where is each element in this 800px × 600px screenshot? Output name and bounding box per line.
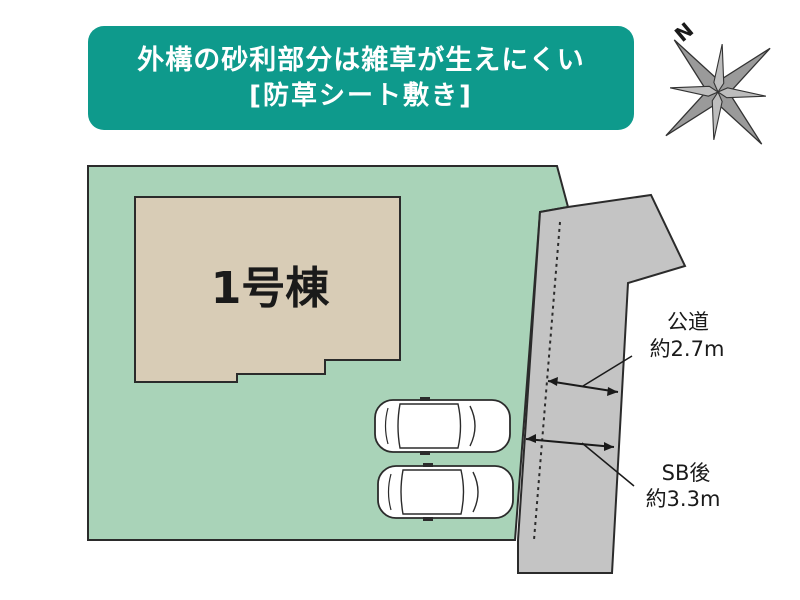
compass-north-label: N: [670, 18, 698, 47]
banner-line-1: 外構の砂利部分は雑草が生えにくい: [137, 45, 585, 76]
info-banner: 外構の砂利部分は雑草が生えにくい [防草シート敷き]: [88, 26, 634, 130]
road-width-label: 約2.7m: [649, 337, 725, 361]
road-width-dimension: [547, 355, 633, 396]
car-1: [374, 397, 511, 455]
compass-rose-icon: [665, 39, 771, 145]
setback-width-label: 約3.3m: [645, 487, 721, 511]
building-label: 1号棟: [210, 263, 330, 314]
setback-name-label: SB後: [661, 461, 711, 485]
road-name-label: 公道: [667, 310, 709, 334]
road-area: [517, 193, 687, 574]
car-2: [377, 463, 514, 521]
banner-line-2: [防草シート敷き]: [249, 81, 473, 111]
building-footprint: [134, 196, 401, 383]
setback-width-dimension: [525, 434, 635, 487]
